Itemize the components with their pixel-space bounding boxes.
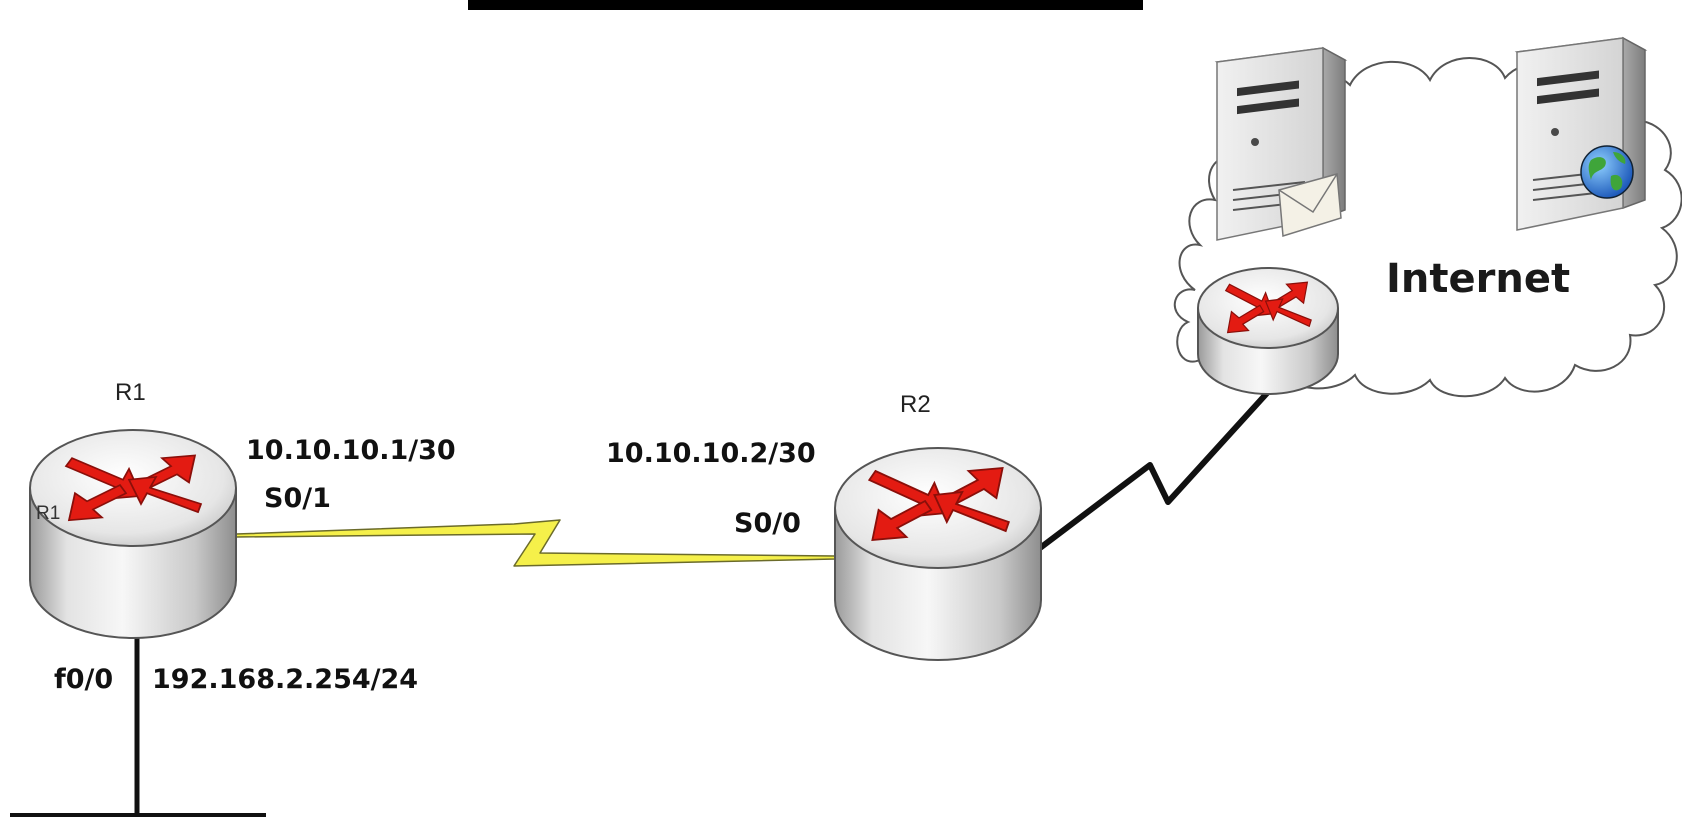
envelope-icon (1278, 173, 1342, 237)
r2-serial-port-label: S0/0 (734, 508, 801, 539)
mail-server (1214, 46, 1348, 241)
r1-lan-ip-label: 192.168.2.254/24 (152, 664, 418, 695)
router-r1[interactable]: R1 (29, 429, 237, 639)
router-r1-name: R1 (115, 379, 146, 406)
router-r2-name: R2 (900, 391, 931, 418)
link-r2-isp (1038, 389, 1271, 551)
router-isp[interactable] (1197, 267, 1339, 395)
r1-serial-port-label: S0/1 (264, 483, 331, 514)
web-server (1514, 36, 1648, 231)
top-divider-bar (468, 0, 1143, 10)
r2-serial-ip-label: 10.10.10.2/30 (606, 438, 816, 469)
router-r2[interactable] (834, 447, 1042, 661)
globe-icon (1580, 145, 1634, 199)
router-r1-inner-label: R1 (36, 503, 60, 524)
r1-serial-ip-label: 10.10.10.1/30 (246, 435, 456, 466)
internet-label: Internet (1386, 256, 1570, 302)
r1-lan-port-label: f0/0 (54, 664, 113, 695)
